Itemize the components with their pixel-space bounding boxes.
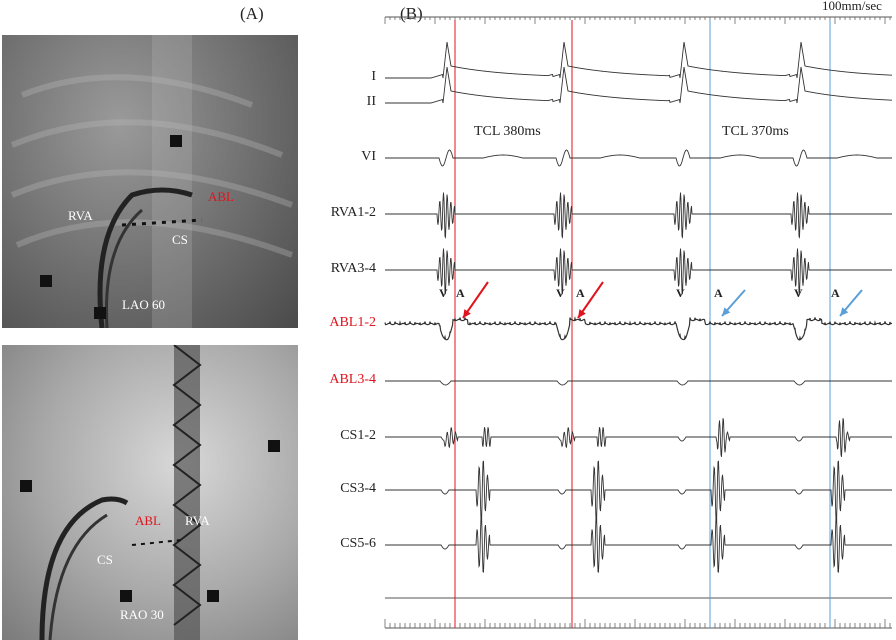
label-cs: CS xyxy=(97,552,113,567)
label-rva: RVA xyxy=(68,208,93,223)
a-marker: A xyxy=(831,286,840,300)
xray-rao-drawing xyxy=(20,345,280,640)
label-view: LAO 60 xyxy=(122,297,165,312)
v-marker: V xyxy=(794,286,803,300)
arrow-head xyxy=(578,309,586,318)
v-marker: V xyxy=(439,286,448,300)
recording-speed: 100mm/sec xyxy=(822,0,882,13)
channel-label: CS3-4 xyxy=(340,481,376,496)
xray-lao-drawing xyxy=(10,35,294,328)
a-marker: A xyxy=(456,286,465,300)
panel-b-label: (B) xyxy=(400,4,423,23)
channel-label: II xyxy=(366,94,376,109)
channel-label: VI xyxy=(361,149,376,164)
arrow-head xyxy=(722,307,731,316)
channel-label: CS5-6 xyxy=(340,536,376,551)
channel-label: ABL3-4 xyxy=(329,372,376,387)
label-view: RAO 30 xyxy=(120,607,164,622)
tcl-left: TCL 380ms xyxy=(474,124,541,139)
trace xyxy=(385,66,893,104)
label-cs: CS xyxy=(172,232,188,247)
arrow-head xyxy=(463,309,471,318)
label-abl: ABL xyxy=(135,513,161,528)
channel-label: ABL1-2 xyxy=(329,315,376,330)
trace xyxy=(385,460,892,523)
v-marker: V xyxy=(676,286,685,300)
xray-lao-image: RVA ABL CS LAO 60 xyxy=(2,35,298,328)
trace xyxy=(385,41,893,79)
arrow-head xyxy=(840,307,849,316)
channel-label: CS1-2 xyxy=(340,428,376,443)
channel-label: RVA1-2 xyxy=(330,205,376,220)
trace xyxy=(385,514,892,573)
trace xyxy=(385,248,892,295)
label-rva: RVA xyxy=(185,513,210,528)
tcl-right: TCL 370ms xyxy=(722,124,789,139)
xray-rao-image: ABL RVA CS RAO 30 xyxy=(2,345,298,640)
channel-label: I xyxy=(371,69,376,84)
trace xyxy=(385,192,892,239)
trace xyxy=(385,418,892,457)
channel-label: RVA3-4 xyxy=(330,261,376,276)
panel-a-label: (A) xyxy=(240,4,264,23)
a-marker: A xyxy=(576,286,585,300)
v-marker: V xyxy=(556,286,565,300)
label-abl: ABL xyxy=(208,189,234,204)
trace xyxy=(385,149,892,167)
trace xyxy=(385,380,892,386)
trace xyxy=(384,316,893,341)
a-marker: A xyxy=(714,286,723,300)
